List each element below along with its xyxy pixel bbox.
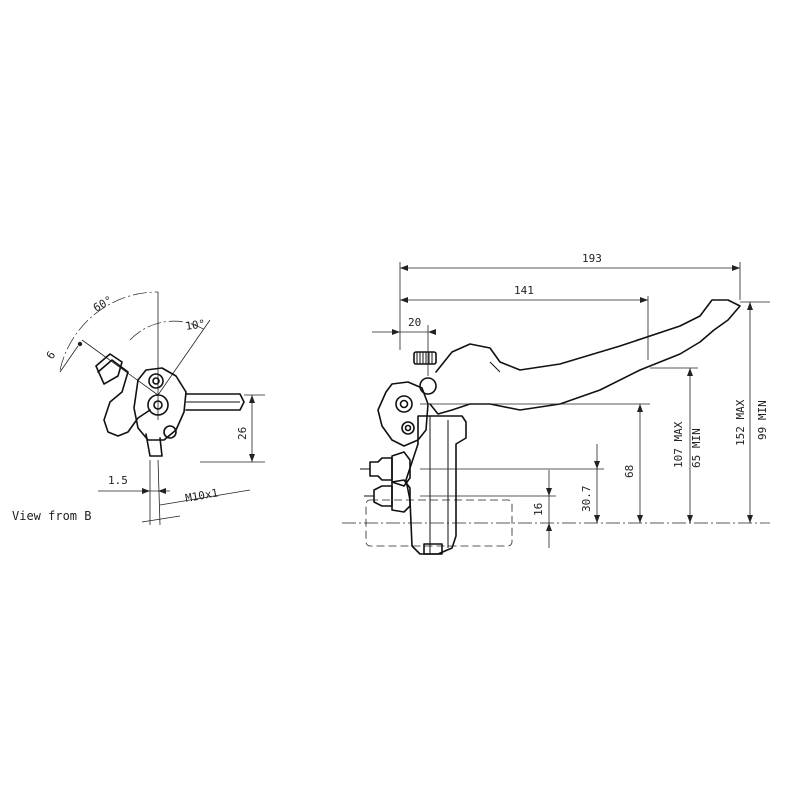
arrow-1-5-left — [142, 488, 150, 494]
view-b-lever-stub — [185, 393, 245, 411]
pivot-block — [377, 381, 429, 447]
angle-vertex-dot — [77, 341, 83, 347]
arrow-20-right — [428, 329, 436, 335]
pivot-bolt — [395, 395, 413, 413]
arrow-20-left — [392, 329, 400, 335]
knurl-lines — [416, 352, 433, 364]
view-from-b: 60° 10° 6 26 1.5 M10x1 View from B — [12, 291, 265, 526]
label-angle-10: 10° — [185, 317, 206, 333]
adjuster-screw-center — [404, 424, 412, 432]
view-b-main-body — [133, 367, 187, 441]
arrow-26-bottom — [249, 454, 255, 462]
view-b-center-bore-inner — [153, 400, 163, 410]
arrow-16-bottom — [546, 523, 552, 531]
label-dim-20: 20 — [408, 316, 421, 329]
view-from-b-caption: View from B — [12, 509, 91, 523]
lower-banjo-fitting — [364, 479, 411, 513]
arrow-1-5-right — [158, 488, 166, 494]
arrow-152-bottom — [747, 515, 753, 523]
arrow-68-bottom — [637, 515, 643, 523]
lever-pivot-hole — [419, 377, 437, 395]
label-dim-6: 6 — [44, 349, 58, 362]
arrow-68-top — [637, 404, 643, 412]
lever-crease — [489, 361, 501, 373]
label-dim-152-max: 152 MAX — [734, 399, 747, 446]
arrow-193-left — [400, 265, 408, 271]
label-thread-m10x1: M10x1 — [184, 486, 219, 505]
label-dim-99-min: 99 MIN — [756, 400, 769, 440]
view-b-banjo-fitting — [95, 353, 123, 385]
view-b-lower-bolt — [163, 425, 177, 439]
arrow-141-right — [640, 297, 648, 303]
label-dim-16: 16 — [532, 503, 545, 516]
angle-arc-60 — [59, 291, 159, 371]
leader-m10x1 — [159, 489, 251, 506]
arrow-30-7-top — [594, 461, 600, 469]
label-dim-30-7: 30.7 — [580, 486, 593, 513]
label-dim-68: 68 — [623, 465, 636, 478]
ext-line-1-5-right — [157, 459, 161, 526]
label-dim-65-min: 65 MIN — [690, 428, 703, 468]
pivot-bolt-center — [399, 399, 409, 409]
arrow-152-top — [747, 302, 753, 310]
side-view: 193 141 20 68 30.7 16 107 MAX 65 MIN 152… — [342, 252, 770, 555]
label-angle-60: 60° — [91, 293, 115, 314]
label-dim-26: 26 — [236, 427, 249, 440]
arrow-141-left — [400, 297, 408, 303]
angle-arc-10 — [129, 320, 206, 341]
arrow-107-bottom — [687, 515, 693, 523]
adjuster-screw — [401, 421, 415, 435]
arrow-30-7-bottom — [594, 515, 600, 523]
view-b-lower-port — [145, 433, 163, 457]
angle-ray-10 — [157, 319, 211, 396]
body-bottom-port — [423, 543, 443, 555]
label-dim-107-max: 107 MAX — [672, 421, 685, 468]
view-b-upper-bolt — [148, 373, 164, 389]
arrow-16-top — [546, 488, 552, 496]
label-dim-193: 193 — [582, 252, 602, 265]
brake-lever — [429, 299, 741, 415]
view-b-center-bore — [147, 394, 169, 416]
dim-line-6 — [59, 345, 79, 373]
arrow-107-top — [687, 368, 693, 376]
knurled-knob — [413, 351, 437, 365]
arrow-26-top — [249, 395, 255, 403]
label-dim-1-5: 1.5 — [108, 474, 128, 487]
view-b-upper-bolt-hole — [152, 377, 160, 385]
label-dim-141: 141 — [514, 284, 534, 297]
master-cylinder-body — [405, 415, 467, 555]
arrow-193-right — [732, 265, 740, 271]
dim-line-m10 — [141, 515, 181, 523]
view-b-fitting-body — [97, 359, 151, 437]
